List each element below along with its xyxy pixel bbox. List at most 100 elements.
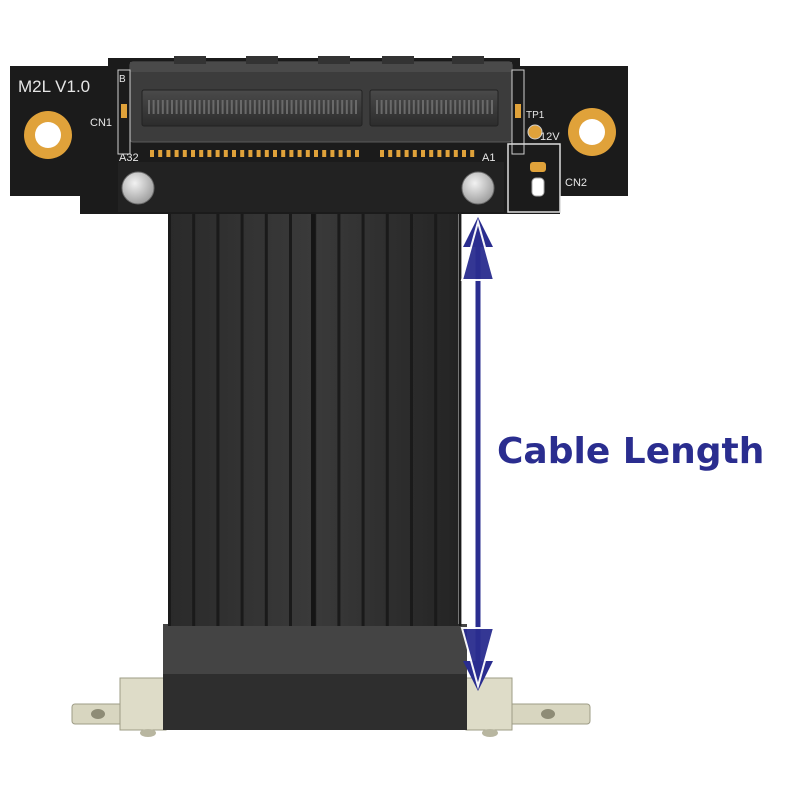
- cable-rib: [264, 210, 268, 626]
- slot-pin: [304, 100, 307, 114]
- power-ref-label: CN2: [565, 177, 587, 189]
- slot-pin: [491, 100, 493, 114]
- screw-left: [121, 171, 155, 205]
- cable-rib: [168, 210, 171, 626]
- gold-pad: [215, 150, 220, 157]
- slot-pin: [327, 100, 330, 114]
- slot-pin: [486, 100, 489, 114]
- slot-pin: [318, 100, 321, 114]
- slot-pin: [408, 100, 411, 114]
- slot-pin: [272, 100, 275, 114]
- cable-rib: [361, 210, 365, 626]
- slot-pin: [481, 100, 484, 114]
- slot-pin: [394, 100, 397, 114]
- gold-pad: [223, 150, 228, 157]
- pin-start-label: A32: [119, 152, 139, 164]
- slot-pin: [463, 100, 466, 114]
- slot-pin: [207, 100, 210, 114]
- slot-pin: [240, 100, 242, 114]
- cable-rib: [458, 210, 462, 626]
- slot-pin: [295, 100, 298, 114]
- gold-pad: [355, 150, 359, 157]
- corner-mark-label: B: [119, 74, 126, 85]
- slot-pin: [267, 100, 270, 114]
- testpoint-pad: [527, 124, 543, 140]
- cable-length-annotation: Cable Length: [497, 431, 764, 472]
- mounting-hole-icon: [541, 709, 555, 719]
- cable-split: [311, 210, 315, 626]
- slot-pin: [230, 100, 233, 114]
- power-connector-outline: [507, 143, 561, 213]
- mounting-hole-icon: [91, 709, 105, 719]
- slot-pin: [281, 100, 284, 114]
- slot-pin: [152, 100, 155, 114]
- cable-rib: [337, 210, 341, 626]
- slot-pin: [376, 100, 378, 114]
- gold-pad: [404, 150, 409, 157]
- testpoint-label: TP1: [526, 110, 545, 121]
- slot-pin: [212, 100, 215, 114]
- slot-pin: [472, 100, 475, 114]
- slot-pin: [412, 100, 415, 114]
- cable-rib: [216, 210, 220, 626]
- cable-clamp: [118, 162, 504, 212]
- gold-pad: [470, 150, 475, 157]
- slot-pin: [332, 100, 334, 114]
- slot-pin: [217, 100, 219, 114]
- slot-pin: [403, 100, 406, 114]
- slot-pin: [477, 100, 480, 114]
- slot-pin: [468, 100, 470, 114]
- slot-pin: [399, 100, 401, 114]
- housing-tab: [318, 56, 350, 64]
- housing-tab: [452, 56, 484, 64]
- housing-tab: [246, 56, 278, 64]
- housing-tab: [382, 56, 414, 64]
- housing-tabs: [174, 56, 484, 64]
- slot-pin: [276, 100, 279, 114]
- top-pcb: M2L V1.0 CN1 B A32 A1 TP1 12V CN2: [10, 56, 628, 214]
- cable-rib: [240, 210, 244, 626]
- bracket-foot-left: [140, 729, 156, 737]
- gold-pad: [322, 150, 327, 157]
- slot-pin: [422, 100, 424, 114]
- gold-pad: [421, 150, 425, 157]
- cable-ribs: [168, 210, 462, 626]
- slot-pin: [175, 100, 178, 114]
- gold-pad: [256, 150, 261, 157]
- gold-pad: [305, 150, 310, 157]
- gold-pad: [445, 150, 450, 157]
- gold-pad: [346, 150, 351, 157]
- slot-pin: [290, 100, 293, 114]
- slot-pin: [435, 100, 438, 114]
- slot-pin: [258, 100, 261, 114]
- slot-pin: [385, 100, 388, 114]
- slot-pin: [350, 100, 353, 114]
- gold-pad: [199, 150, 204, 157]
- gold-pad: [232, 150, 236, 157]
- gold-pad: [412, 150, 417, 157]
- gold-pad: [380, 150, 384, 157]
- slot-pin: [148, 100, 150, 114]
- slot-pin: [249, 100, 252, 114]
- slot-pin: [286, 100, 288, 114]
- cable-rib: [192, 210, 196, 626]
- slot-pin: [309, 100, 311, 114]
- gold-pad: [174, 150, 179, 157]
- slot-pin: [355, 100, 357, 114]
- ribbon-cable: [168, 210, 462, 626]
- slot-pin: [445, 100, 447, 114]
- cable-rib: [434, 210, 438, 626]
- slot-pin: [389, 100, 392, 114]
- slot-pin: [299, 100, 302, 114]
- slot-pin: [235, 100, 238, 114]
- gold-pad: [273, 150, 277, 157]
- slot-pin: [180, 100, 183, 114]
- slot-pin: [221, 100, 224, 114]
- slot-pin: [336, 100, 339, 114]
- gold-pad: [264, 150, 269, 157]
- slot-pin: [198, 100, 201, 114]
- gold-pad: [158, 150, 163, 157]
- gold-pad: [281, 150, 286, 157]
- slot-pin: [440, 100, 443, 114]
